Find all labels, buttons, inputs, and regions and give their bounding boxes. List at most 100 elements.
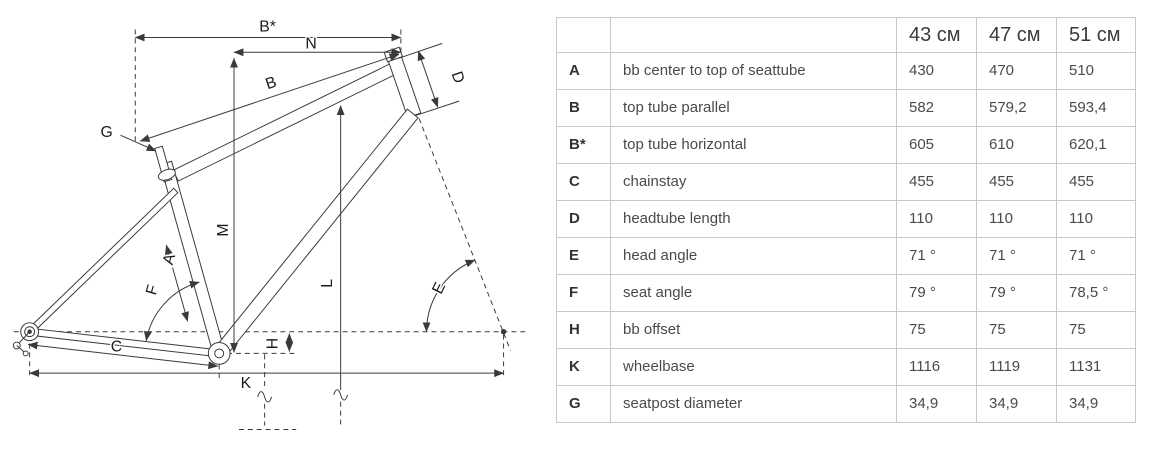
row-value: 605 [896,126,977,164]
row-description: seat angle [610,274,897,312]
dim-c-line [27,341,219,370]
frame-geometry-diagram: B* N B D G M A F L E H C K [0,0,548,459]
row-value: 579,2 [976,89,1057,127]
label-d: D [448,69,468,85]
row-value: 620,1 [1056,126,1136,164]
row-key: E [556,237,611,275]
row-value: 1131 [1056,348,1136,386]
row-value: 78,5 ° [1056,274,1136,312]
row-key: B [556,89,611,127]
row-key: F [556,274,611,312]
header-size-2: 47 см [976,17,1057,53]
row-description: bb offset [610,311,897,349]
row-value: 610 [976,126,1057,164]
table-header-row: 43 см 47 см 51 см [556,17,1136,53]
break-squiggle-left [257,391,273,403]
row-value: 430 [896,52,977,90]
row-value: 34,9 [976,385,1057,423]
geometry-table: 43 см 47 см 51 см A bb center to top of … [556,17,1136,423]
row-value: 75 [976,311,1057,349]
row-key: D [556,200,611,238]
row-key: K [556,348,611,386]
table-row: B* top tube horizontal 605 610 620,1 [556,126,1136,164]
seat-angle-arc [143,280,200,342]
header-empty-label [610,17,897,53]
row-value: 71 ° [1056,237,1136,275]
row-value: 593,4 [1056,89,1136,127]
table-row: E head angle 71 ° 71 ° 71 ° [556,237,1136,275]
derailleur-pulley-lower [22,350,29,357]
row-value: 470 [976,52,1057,90]
label-n: N [305,35,316,52]
row-value: 510 [1056,52,1136,90]
row-value: 1119 [976,348,1057,386]
label-l: L [319,279,336,288]
label-b-star: B* [259,19,276,36]
row-value: 71 ° [896,237,977,275]
row-value: 79 ° [976,274,1057,312]
table-row: B top tube parallel 582 579,2 593,4 [556,89,1136,127]
header-size-3: 51 см [1056,17,1136,53]
table-row: A bb center to top of seattube 430 470 5… [556,52,1136,90]
front-axle-point [500,329,507,335]
label-b: B [263,74,278,93]
label-e: E [429,280,449,297]
row-value: 455 [1056,163,1136,201]
frame-outline [12,46,507,365]
row-key: G [556,385,611,423]
row-description: top tube horizontal [610,126,897,164]
row-value: 455 [896,163,977,201]
row-key: H [556,311,611,349]
table-row: H bb offset 75 75 75 [556,311,1136,349]
row-key: C [556,163,611,201]
row-description: headtube length [610,200,897,238]
geometry-table-container: 43 см 47 см 51 см A bb center to top of … [556,17,1136,423]
row-key: A [556,52,611,90]
bike-frame-drawing: B* N B D G M A F L E H C K [12,17,530,430]
row-value: 34,9 [896,385,977,423]
row-description: wheelbase [610,348,897,386]
row-key: B* [556,126,611,164]
row-description: chainstay [610,163,897,201]
label-f: F [143,283,162,297]
dimension-lines [27,33,505,403]
row-value: 71 ° [976,237,1057,275]
label-m: M [215,223,232,236]
header-empty-key [556,17,611,53]
row-value: 110 [896,200,977,238]
bottom-bracket-center [214,348,225,359]
row-value: 110 [1056,200,1136,238]
row-value: 75 [896,311,977,349]
row-value: 110 [976,200,1057,238]
row-value: 34,9 [1056,385,1136,423]
dim-d-extension-bottom [415,100,460,116]
table-row: F seat angle 79 ° 79 ° 78,5 ° [556,274,1136,312]
row-description: seatpost diameter [610,385,897,423]
row-description: head angle [610,237,897,275]
break-squiggle-right [333,389,349,401]
row-value: 79 ° [896,274,977,312]
label-g: G [100,124,112,141]
dim-d-extension-top [398,42,443,59]
chainstay-tube [28,327,221,358]
header-size-1: 43 см [896,17,977,53]
row-value: 582 [896,89,977,127]
row-value: 1116 [896,348,977,386]
row-description: top tube parallel [610,89,897,127]
table-row: K wheelbase 1116 1119 1131 [556,348,1136,386]
dim-b-line [139,53,400,142]
head-angle-arc [422,259,476,333]
seat-clamp [157,168,176,181]
label-h: H [264,338,281,349]
head-tube [387,56,422,119]
label-c: C [111,338,122,355]
label-k: K [241,375,252,392]
dim-d-line [417,50,439,108]
row-description: bb center to top of seattube [610,52,897,90]
label-a: A [160,252,179,267]
row-value: 455 [976,163,1057,201]
table-row: D headtube length 110 110 110 [556,200,1136,238]
table-row: G seatpost diameter 34,9 34,9 34,9 [556,385,1136,423]
row-value: 75 [1056,311,1136,349]
